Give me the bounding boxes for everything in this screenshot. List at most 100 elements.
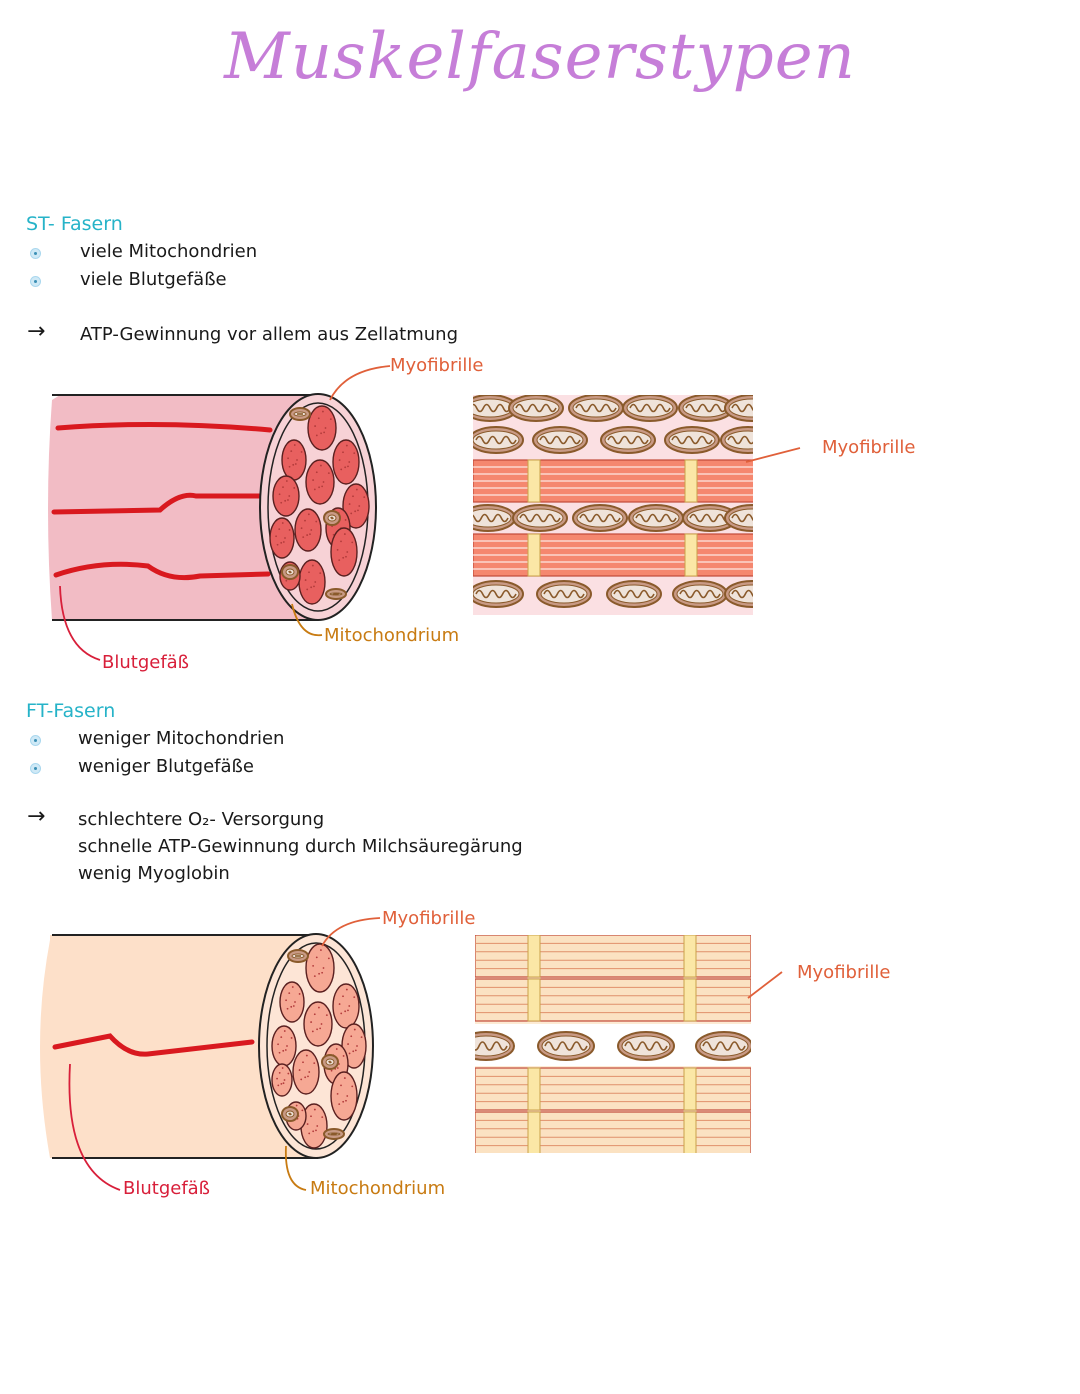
myofibril	[298, 559, 326, 605]
myofibril	[332, 439, 360, 485]
myofibril	[330, 527, 358, 577]
st-myofibrille-leader	[329, 365, 391, 401]
myofibril	[271, 1063, 293, 1097]
mitochondrion	[724, 504, 753, 532]
myofibril	[342, 483, 370, 529]
page-title: Muskelfaserstypen	[224, 20, 856, 94]
ft-longitudinal-view	[475, 935, 751, 1153]
mitochondrion	[325, 588, 347, 600]
ft-arrow-line-1: schlechtere O₂- Versorgung	[78, 809, 325, 830]
mitochondrion	[724, 580, 753, 608]
st-blutgefaess-leader	[59, 585, 101, 661]
st-fiber-cylinder	[48, 393, 377, 621]
mitochondrion	[321, 1054, 339, 1070]
ft-bullet-2: weniger Blutgefäße	[78, 756, 254, 777]
ft-bullet-1: weniger Mitochondrien	[78, 728, 285, 749]
mitochondrion	[281, 1106, 299, 1122]
myofibril	[303, 1001, 333, 1047]
mitochondrion	[281, 564, 299, 580]
mitochondrion	[323, 510, 341, 526]
ft-arrow-line-2: schnelle ATP-Gewinnung durch Milchsäureg…	[78, 836, 523, 857]
ft-blutgefaess-leader	[68, 1063, 121, 1191]
z-disc	[684, 459, 698, 503]
ft-fiber-cylinder	[40, 933, 374, 1159]
dot-bullet-icon	[30, 248, 41, 259]
myofibril-band	[475, 1111, 751, 1153]
myofibril	[281, 439, 307, 481]
st-bullet-2: viele Blutgefäße	[80, 269, 227, 290]
st-label-mitochondrium: Mitochondrium	[324, 625, 460, 646]
dot-bullet-icon	[30, 763, 41, 774]
z-disc	[683, 1067, 697, 1111]
z-disc	[683, 935, 697, 978]
z-disc	[684, 533, 698, 577]
st-label-myofibrille-side: Myofibrille	[822, 437, 916, 458]
mitochondrion	[532, 426, 588, 454]
z-disc	[527, 533, 541, 577]
mitochondrion	[720, 426, 753, 454]
st-label-blutgefaess: Blutgefäß	[102, 652, 190, 673]
mitochondrion	[473, 580, 524, 608]
z-disc	[527, 459, 541, 503]
st-bullet-1: viele Mitochondrien	[80, 241, 258, 262]
st-myofibrille-side-leader	[745, 447, 801, 463]
z-disc	[527, 935, 541, 978]
ft-mitochondrium-leader	[284, 1145, 307, 1191]
z-disc	[683, 978, 697, 1022]
right-arrow-icon: →	[27, 319, 46, 344]
mitochondrion	[536, 580, 592, 608]
z-disc	[527, 1111, 541, 1153]
myofibril-band	[475, 1067, 751, 1111]
ft-arrow-line-3: wenig Myoglobin	[78, 863, 230, 884]
st-label-myofibrille-top: Myofibrille	[390, 355, 484, 376]
myofibril-band	[473, 459, 753, 503]
ft-heading: FT-Fasern	[26, 700, 116, 722]
mitochondrion	[628, 504, 684, 532]
mitochondrion	[664, 426, 720, 454]
right-arrow-icon: →	[27, 804, 46, 829]
myofibril	[292, 1049, 320, 1095]
z-disc	[527, 978, 541, 1022]
mitochondrion	[508, 395, 564, 422]
st-arrow-line-1: ATP-Gewinnung vor allem aus Zellatmung	[80, 324, 459, 345]
myofibril	[305, 459, 335, 505]
mitochondrion	[682, 504, 738, 532]
myofibril	[294, 508, 322, 552]
myofibril	[332, 983, 360, 1029]
mitochondrion	[289, 407, 311, 421]
myofibril	[272, 475, 300, 517]
myofibril	[271, 1025, 297, 1067]
mitochondrion	[617, 1031, 675, 1061]
myofibril	[307, 405, 337, 451]
mitochondrion	[672, 580, 728, 608]
dot-bullet-icon	[30, 735, 41, 746]
dot-bullet-icon	[30, 276, 41, 287]
myofibril-band	[475, 935, 751, 978]
myofibril-band	[473, 533, 753, 577]
st-heading: ST- Fasern	[26, 213, 123, 235]
mitochondrion	[695, 1031, 751, 1061]
mitochondrion	[512, 504, 568, 532]
myofibril	[279, 981, 305, 1023]
mitochondrion	[606, 580, 662, 608]
mitochondrion	[475, 1031, 515, 1061]
myofibril-band	[475, 978, 751, 1022]
mitochondrion	[323, 1128, 345, 1140]
st-longitudinal-view	[473, 395, 753, 615]
z-disc	[683, 1111, 697, 1153]
ft-myofibrille-side-leader	[747, 971, 783, 999]
mitochondrion	[568, 395, 624, 422]
myofibril	[269, 517, 295, 559]
mitochondrion	[473, 426, 524, 454]
ft-label-myofibrille-side: Myofibrille	[797, 962, 891, 983]
myofibril	[330, 1071, 358, 1121]
mitochondrion	[600, 426, 656, 454]
mitochondrion	[622, 395, 678, 422]
ft-myofibrille-leader	[321, 917, 381, 947]
st-mitochondrium-leader	[291, 603, 323, 637]
mitochondrion	[537, 1031, 595, 1061]
ft-label-blutgefaess: Blutgefäß	[123, 1178, 211, 1199]
ft-label-myofibrille-top: Myofibrille	[382, 908, 476, 929]
myofibril	[305, 943, 335, 993]
